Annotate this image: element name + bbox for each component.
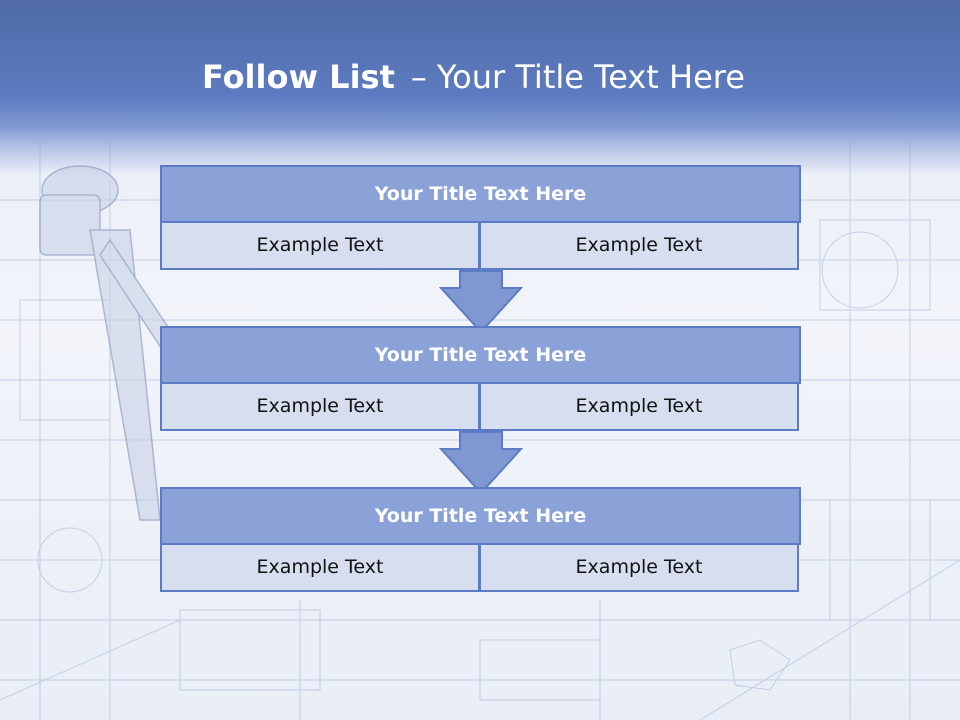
- block-cell-left[interactable]: Example Text: [160, 543, 480, 592]
- list-block: Your Title Text Here Example Text Exampl…: [160, 487, 801, 594]
- slide-title-bold: Follow List: [202, 58, 395, 96]
- slide-title-rest: Your Title Text Here: [436, 58, 745, 96]
- block-cell-left[interactable]: Example Text: [160, 382, 480, 431]
- block-cell-right[interactable]: Example Text: [479, 221, 799, 270]
- down-arrow-icon: [439, 270, 523, 334]
- block-cell-right[interactable]: Example Text: [479, 543, 799, 592]
- block-title[interactable]: Your Title Text Here: [160, 165, 801, 223]
- block-cell-left[interactable]: Example Text: [160, 221, 480, 270]
- slide-title-dash: –: [410, 58, 427, 96]
- list-block: Your Title Text Here Example Text Exampl…: [160, 165, 801, 272]
- block-cell-right[interactable]: Example Text: [479, 382, 799, 431]
- down-arrow-icon: [439, 431, 523, 495]
- slide-title: Follow List–Your Title Text Here: [202, 54, 745, 100]
- block-title[interactable]: Your Title Text Here: [160, 326, 801, 384]
- list-block: Your Title Text Here Example Text Exampl…: [160, 326, 801, 433]
- block-title[interactable]: Your Title Text Here: [160, 487, 801, 545]
- header-band: [0, 0, 960, 175]
